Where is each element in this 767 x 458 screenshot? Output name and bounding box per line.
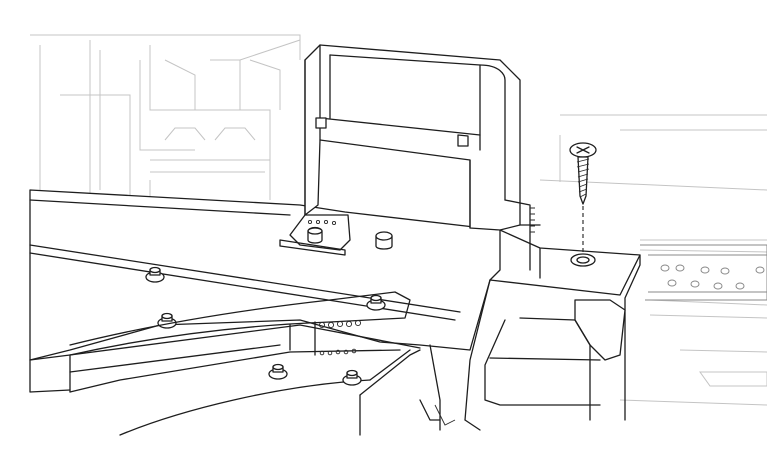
cam-fitting <box>145 266 165 283</box>
connector-plate <box>69 291 411 356</box>
plate-holes <box>318 319 362 356</box>
slide-rail <box>640 244 767 301</box>
cam-fitting <box>157 312 177 329</box>
cam-fitting <box>268 363 288 380</box>
cam-fittings <box>145 266 386 386</box>
cam-fitting <box>342 369 362 386</box>
dowel-knob <box>375 231 393 250</box>
main-panel <box>29 189 641 436</box>
background-frame <box>30 34 767 406</box>
screw-hole <box>570 253 596 267</box>
cam-fitting <box>366 294 386 311</box>
angle-bracket <box>279 214 351 256</box>
upright-bracket <box>304 44 541 271</box>
wood-screw-icon <box>569 142 597 205</box>
